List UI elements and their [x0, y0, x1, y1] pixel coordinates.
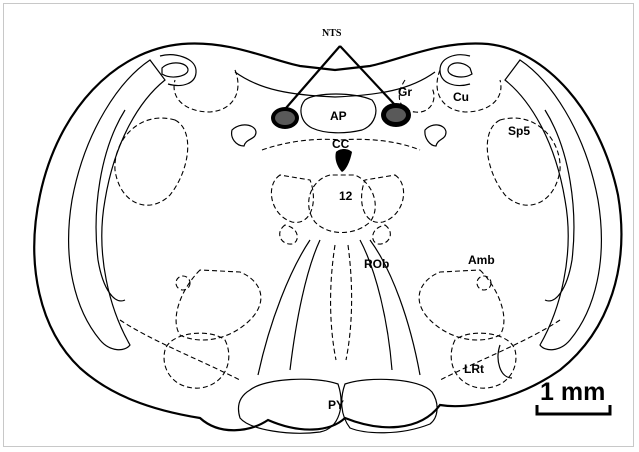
- left-dorsal-oval: [162, 63, 188, 77]
- lrt-boundary: [451, 333, 516, 388]
- label-sp5: Sp5: [508, 124, 530, 138]
- lrt-inner: [498, 345, 512, 378]
- scale-bar: 1 mm: [537, 378, 610, 414]
- right-dorsal-lobe: [440, 55, 470, 86]
- label-12: 12: [339, 189, 353, 203]
- label-lrt: LRt: [464, 362, 484, 376]
- label-cc: CC: [332, 137, 350, 151]
- left-ventral-dashed: [176, 270, 261, 340]
- right-lateral-contour: [505, 60, 601, 350]
- label-py: PY: [328, 398, 344, 412]
- left-small-oval: [280, 225, 298, 244]
- central-canal: [335, 149, 352, 172]
- label-ap: AP: [330, 109, 347, 123]
- label-amb: Amb: [468, 253, 495, 267]
- label-nts: NTS: [322, 28, 342, 39]
- nts-pointer-lines: [286, 46, 395, 108]
- pyramid-right: [342, 379, 437, 432]
- medulla-outline: [34, 43, 621, 430]
- raphe-outer-contour: [258, 240, 420, 375]
- hypoglossal-nucleus-boundary: [309, 175, 376, 233]
- label-gr: Gr: [398, 85, 412, 99]
- right-ventral-dashed: [419, 270, 504, 340]
- raphe-midline-dashed: [331, 245, 352, 360]
- left-dorsal-lobe: [160, 55, 196, 86]
- left-vagal-structure: [232, 125, 256, 146]
- right-central-oval: [362, 175, 404, 222]
- right-inner-band: [545, 110, 574, 301]
- right-ventral-band: [440, 320, 560, 380]
- amb-right-circle: [477, 276, 491, 290]
- scale-bar-label: 1 mm: [540, 378, 605, 406]
- nts-right-cluster: [381, 103, 411, 127]
- scale-bar-line: [537, 405, 610, 414]
- left-central-oval: [271, 175, 313, 222]
- nts-left-cluster: [271, 107, 299, 129]
- right-small-oval: [373, 225, 391, 244]
- left-lrt-boundary: [164, 333, 229, 388]
- amb-left-circle: [176, 276, 190, 290]
- left-inner-band: [96, 110, 125, 301]
- right-vagal-structure: [425, 125, 446, 146]
- pyramid-left: [238, 379, 341, 433]
- left-cu-boundary: [174, 70, 238, 112]
- label-cu: Cu: [453, 90, 469, 104]
- right-dorsal-oval: [448, 63, 472, 77]
- label-rob: ROb: [364, 257, 389, 271]
- left-ventral-band: [120, 320, 240, 380]
